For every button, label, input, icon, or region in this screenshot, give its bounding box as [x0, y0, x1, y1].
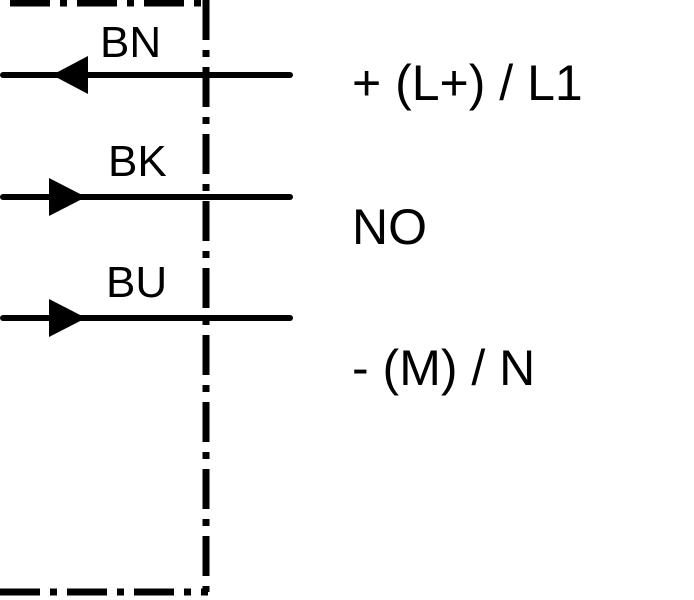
device-boundary: [0, 0, 210, 596]
wire-label-bk: BK: [108, 137, 167, 186]
terminal-label-bu: - (M) / N: [352, 340, 535, 396]
wire-bk: BK NO: [0, 137, 427, 255]
terminal-label-bn: + (L+) / L1: [352, 55, 583, 111]
terminal-label-bk: NO: [352, 199, 427, 255]
arrow-right-icon: [49, 299, 86, 337]
wire-bn: BN + (L+) / L1: [0, 18, 583, 111]
wire-label-bn: BN: [100, 18, 161, 67]
wire-label-bu: BU: [106, 258, 167, 307]
wire-bu: BU - (M) / N: [0, 258, 535, 396]
arrow-left-icon: [52, 56, 88, 94]
arrow-right-icon: [49, 178, 86, 216]
